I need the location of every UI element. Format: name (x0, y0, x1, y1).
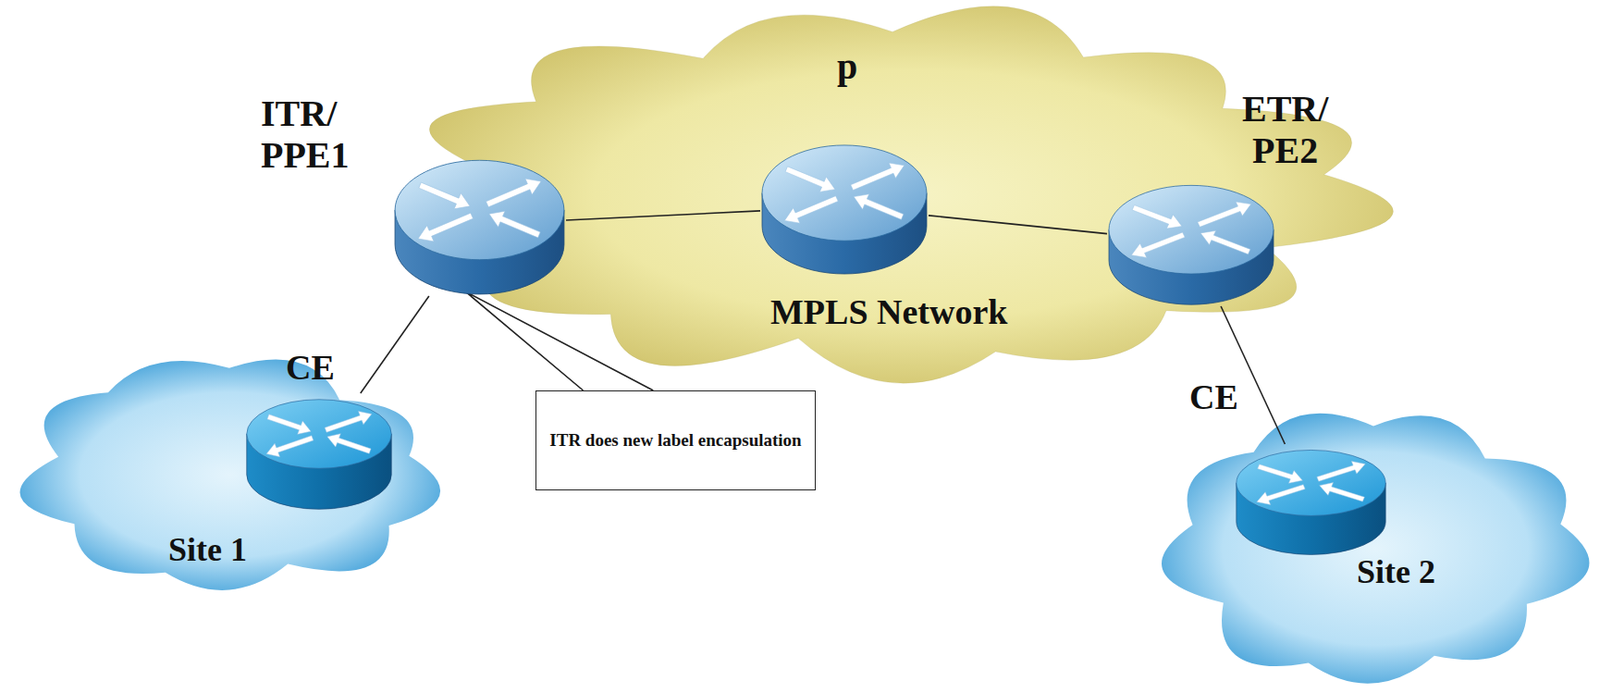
router-icon (1107, 178, 1276, 307)
router-label: p (836, 46, 858, 88)
router-arrow (784, 196, 838, 224)
router-icon (1234, 443, 1388, 556)
router-arrow (1197, 201, 1252, 227)
cloud-shape (1152, 393, 1595, 693)
router-label: ETR/ PE2 (1242, 88, 1329, 173)
router-arrow (489, 210, 541, 238)
site-cloud: Site 2CE (1152, 393, 1595, 693)
router-top (246, 399, 392, 469)
router-label: CE (285, 347, 335, 388)
link-line (1220, 306, 1285, 444)
p-router: p (760, 137, 929, 276)
cloud-outline (20, 359, 442, 591)
cloud-outline (1161, 413, 1589, 684)
router-arrow (1257, 464, 1304, 483)
router-arrow (418, 182, 470, 210)
router-icon (393, 152, 567, 296)
router-icon (245, 393, 394, 511)
callout-text: ITR does new label encapsulation (549, 429, 801, 453)
network-label: Site 1 (168, 530, 247, 568)
router-arrow (485, 178, 542, 208)
router-top (762, 145, 927, 241)
router-arrow (850, 162, 905, 191)
router-arrow (1256, 484, 1305, 505)
cloud-outline (429, 6, 1393, 383)
router-top (394, 160, 565, 259)
router-arrow (266, 435, 314, 457)
router-arrow (785, 166, 836, 193)
router-arrow (1200, 230, 1251, 254)
ce-router: CE (1234, 443, 1388, 556)
link-line (360, 295, 430, 394)
router-label: CE (1189, 377, 1239, 418)
pe-router: ETR/ PE2 (1107, 178, 1276, 307)
router-arrow (1319, 482, 1366, 502)
router-arrow (1132, 205, 1182, 229)
router-arrow (1316, 460, 1366, 481)
router-arrow (1131, 232, 1185, 258)
network-label: Site 2 (1356, 553, 1436, 591)
ce-router: CE (245, 393, 394, 511)
router-top (1236, 449, 1386, 516)
router-arrow (327, 433, 371, 455)
site-cloud: Site 1 CE (10, 344, 449, 604)
router-label: ITR/ PPE1 (260, 93, 350, 177)
callout-box: ITR does new label encapsulation (535, 390, 816, 491)
router-top (1108, 184, 1274, 274)
router-arrow (324, 410, 372, 432)
router-arrow (853, 194, 904, 221)
pe-router: ITR/ PPE1 (393, 152, 567, 296)
router-icon (760, 137, 929, 276)
network-label: MPLS Network (770, 292, 1008, 333)
router-arrow (418, 212, 474, 242)
router-arrow (267, 414, 311, 435)
mpls-cloud: MPLS NetworkITR/ PPE1pETR/ PE2 (387, 0, 1398, 394)
